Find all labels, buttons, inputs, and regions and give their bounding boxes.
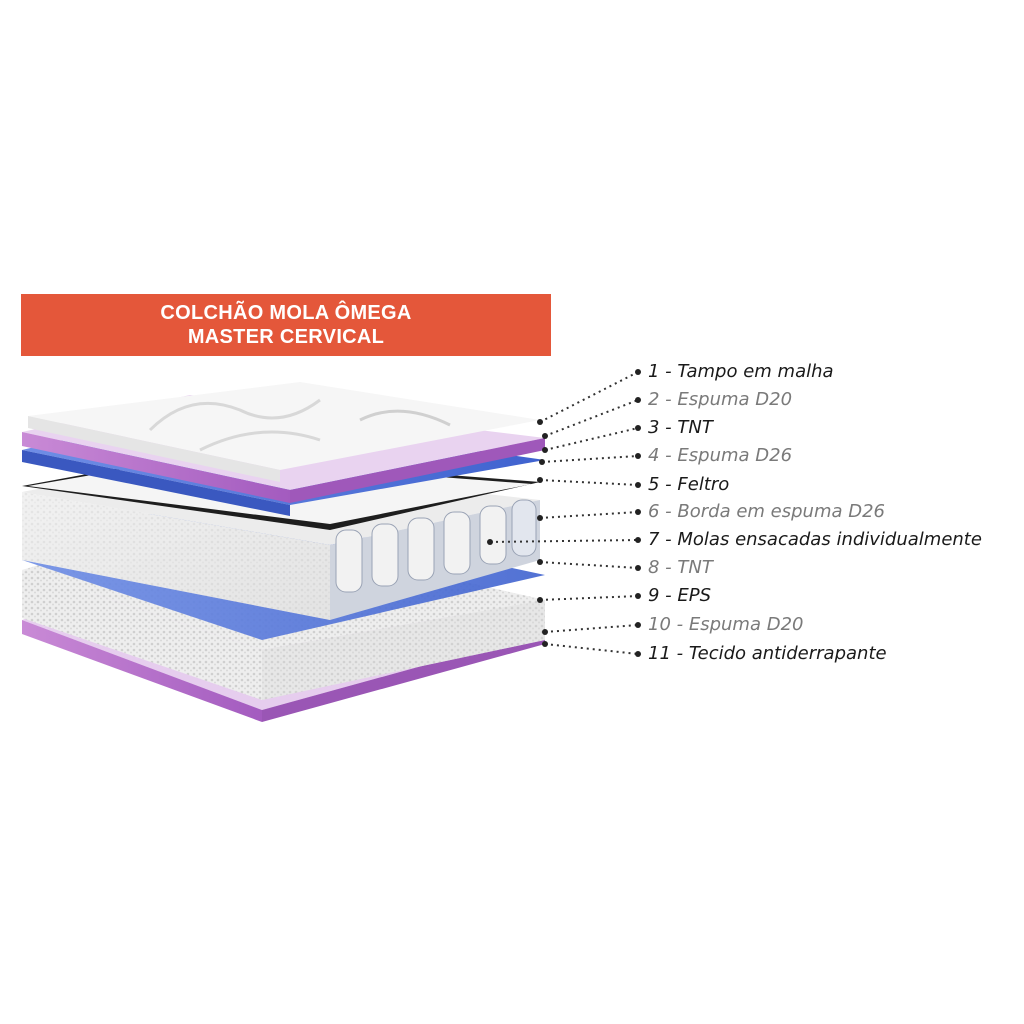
layer-top-quilt — [28, 382, 540, 482]
leader-lines — [489, 371, 639, 655]
layer-label-9: 9 - EPS — [648, 585, 712, 606]
layer-label-3: 3 - TNT — [648, 417, 713, 438]
layer-label-11: 11 - Tecido antiderrapante — [648, 643, 887, 664]
layer-label-2: 2 - Espuma D20 — [648, 389, 793, 410]
layer-label-8: 8 - TNT — [648, 557, 713, 578]
title-line-1: COLCHÃO MOLA ÔMEGA — [160, 302, 412, 324]
title-line-2: MASTER CERVICAL — [187, 326, 385, 348]
layer-label-10: 10 - Espuma D20 — [648, 614, 804, 635]
title-banner: COLCHÃO MOLA ÔMEGA MASTER CERVICAL — [21, 294, 551, 356]
leader-dots — [487, 369, 641, 657]
layer-label-6: 6 - Borda em espuma D26 — [648, 501, 885, 522]
layer-label-4: 4 - Espuma D26 — [648, 445, 793, 466]
layer-label-7: 7 - Molas ensacadas individualmente — [648, 529, 982, 550]
spring-coils — [335, 499, 537, 593]
layer-label-5: 5 - Feltro — [648, 474, 730, 495]
layer-label-1: 1 - Tampo em malha — [648, 361, 834, 382]
